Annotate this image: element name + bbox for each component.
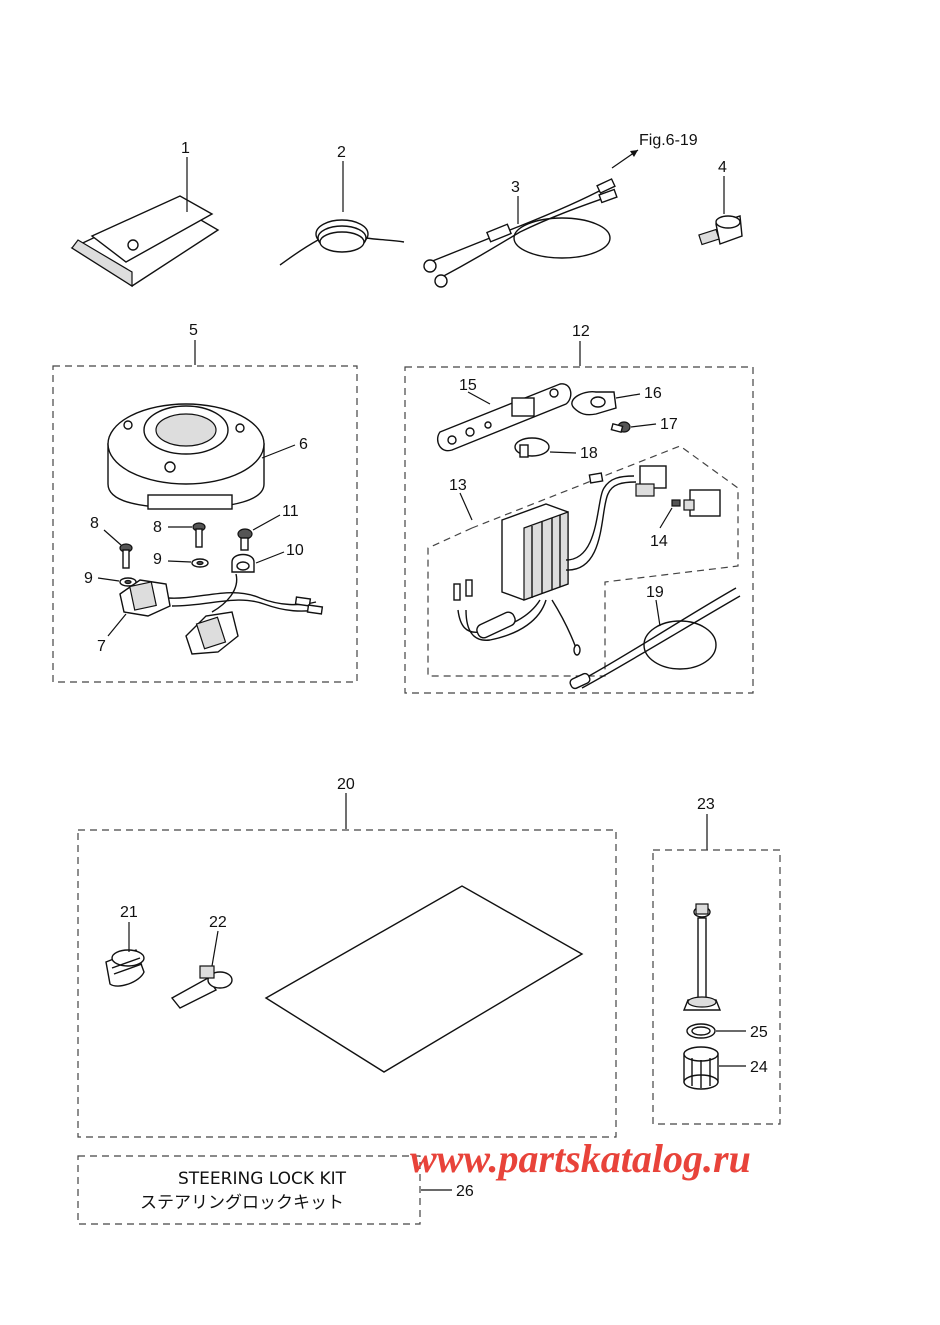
group-box-26: [77, 1155, 421, 1225]
callout-8-left: 8: [90, 515, 99, 532]
part-16-clamp: [571, 391, 641, 416]
callout-2: 2: [337, 144, 346, 161]
part-21-plug: [105, 922, 145, 987]
part-17-bolt: [610, 421, 657, 434]
part-25-o-ring: [686, 1023, 746, 1039]
part-9-washer-right: [167, 558, 209, 568]
part-10-clamp: [231, 551, 285, 573]
part-6-flywheel: [107, 403, 296, 510]
group-box-13: [427, 445, 739, 677]
callout-16: 16: [644, 385, 662, 402]
part-9-washer-left: [97, 577, 137, 587]
kit-label-jp: ステアリングロックキット: [140, 1193, 344, 1213]
part-24-nut: [683, 1046, 746, 1090]
callout-26: 26: [456, 1183, 474, 1200]
callout-4: 4: [718, 159, 727, 176]
part-13-rectifier: [453, 475, 637, 656]
callout-14: 14: [650, 533, 668, 550]
group-box-20: [77, 829, 617, 1138]
callout-25: 25: [750, 1024, 768, 1041]
group-box-23: [652, 849, 781, 1125]
part-19-lead-wire: [569, 587, 741, 690]
callout-8-right: 8: [153, 519, 162, 536]
callout-5: 5: [189, 322, 198, 339]
part-8-screw-right: [168, 522, 206, 548]
callout-17: 17: [660, 416, 678, 433]
callout-13: 13: [449, 477, 467, 494]
part-23-nipple: [682, 903, 722, 1011]
callout-21: 21: [120, 904, 138, 921]
callout-10: 10: [286, 542, 304, 559]
part-15-plate: [436, 383, 572, 452]
callout-15: 15: [459, 377, 477, 394]
part-4-grommet: [698, 176, 743, 246]
part-22-plug-screw: [170, 930, 233, 1009]
callout-9-right: 9: [153, 551, 162, 568]
callout-18: 18: [580, 445, 598, 462]
part-18-band: [514, 437, 577, 458]
part-20-gasket-sheet: [264, 885, 584, 1073]
callout-12: 12: [572, 323, 590, 340]
callout-11: 11: [282, 503, 299, 520]
part-11-screw: [237, 514, 281, 551]
callout-6: 6: [299, 436, 308, 453]
part-2-coil-wire: [279, 161, 405, 266]
callout-23: 23: [697, 796, 715, 813]
callout-19: 19: [646, 584, 664, 601]
callout-1: 1: [181, 140, 190, 157]
callout-9-left: 9: [84, 570, 93, 587]
reference-fig: Fig.6-19: [639, 132, 698, 149]
part-8-screw-left: [103, 529, 133, 569]
part-1-tool-pouch: [70, 157, 220, 288]
part-14-connectors: [588, 465, 721, 529]
callout-24: 24: [750, 1059, 768, 1076]
callout-7: 7: [97, 638, 106, 655]
callout-20: 20: [337, 776, 355, 793]
part-3-cable: [423, 149, 639, 288]
callout-22: 22: [209, 914, 227, 931]
part-7-coil-assembly: [107, 573, 324, 655]
kit-label-en: STEERING LOCK KIT: [178, 1169, 347, 1189]
group-box-12: [404, 366, 754, 694]
callout-3: 3: [511, 179, 520, 196]
watermark-text: www.partskatalog.ru: [410, 1136, 751, 1181]
group-box-5: [52, 365, 358, 683]
